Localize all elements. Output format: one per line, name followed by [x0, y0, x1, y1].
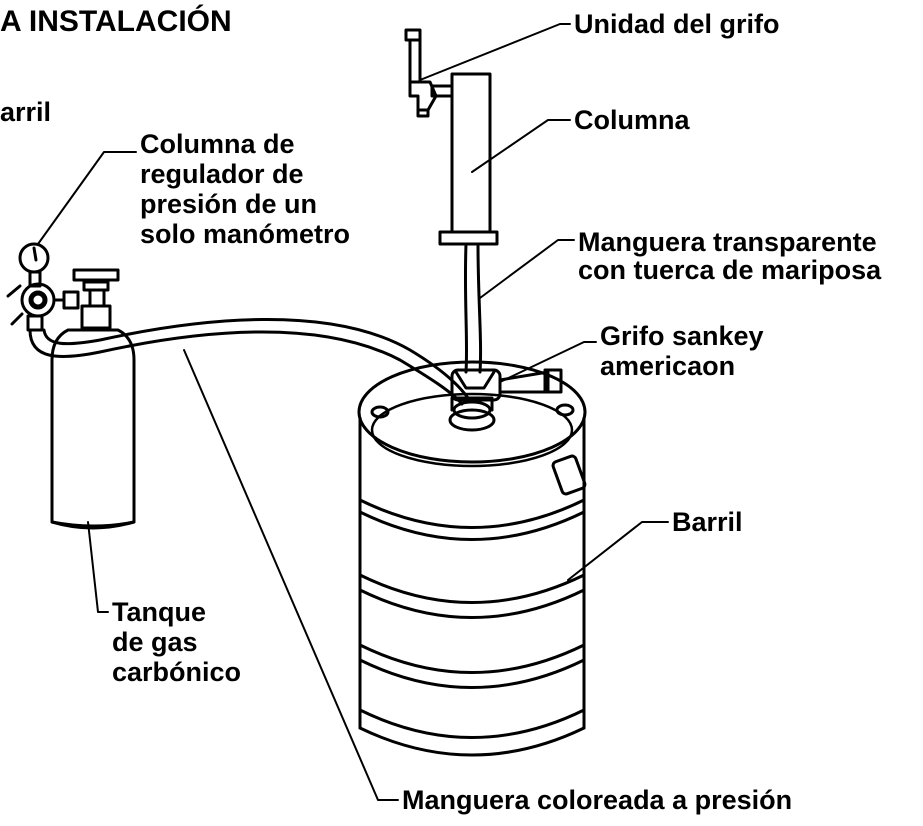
leader-gas-hose: [183, 349, 399, 801]
barrel-top-label: arril: [0, 97, 52, 127]
tank-label-line-1: Tanque: [112, 597, 206, 627]
keg-drawing: [357, 360, 587, 757]
column-label: Columna: [574, 105, 690, 135]
gas-hose-label: Manguera coloreada a presión: [402, 785, 793, 815]
page-title: A INSTALACIÓN: [0, 5, 232, 38]
leader-keg: [567, 521, 669, 581]
tank-label-line-2: de gas: [112, 627, 198, 657]
regulator-label-line-3: presión de un: [140, 189, 318, 219]
regulator-drawing: [6, 242, 66, 332]
leader-column: [471, 119, 571, 173]
regulator-label-line-1: Columna de: [140, 129, 295, 159]
regulator-label-line-2: regulador de: [140, 159, 304, 189]
transparent-hose-label-line-2: con tuerca de mariposa: [578, 255, 882, 285]
leader-tank: [87, 521, 109, 613]
coupler-label-line-1: Grifo sankey: [600, 321, 764, 351]
column-drawing: [404, 28, 499, 246]
leader-lines: [37, 23, 669, 801]
faucet-label: Unidad del grifo: [574, 9, 780, 39]
gas-hose-drawing: [28, 317, 470, 406]
leader-regulator: [37, 151, 137, 245]
tank-label-line-3: carbónico: [112, 657, 242, 687]
leader-transparent-hose: [479, 239, 575, 299]
leader-faucet: [419, 23, 571, 81]
transparent-hose-drawing: [463, 242, 483, 374]
leader-coupler: [499, 341, 597, 383]
coupler-drawing: [448, 368, 563, 432]
coupler-label-line-2: americaon: [600, 351, 736, 381]
regulator-label-line-4: solo manómetro: [140, 219, 351, 249]
keg-label: Barril: [672, 507, 743, 537]
transparent-hose-label-line-1: Manguera transparente: [578, 227, 877, 257]
co2-tank-drawing: [50, 268, 136, 530]
